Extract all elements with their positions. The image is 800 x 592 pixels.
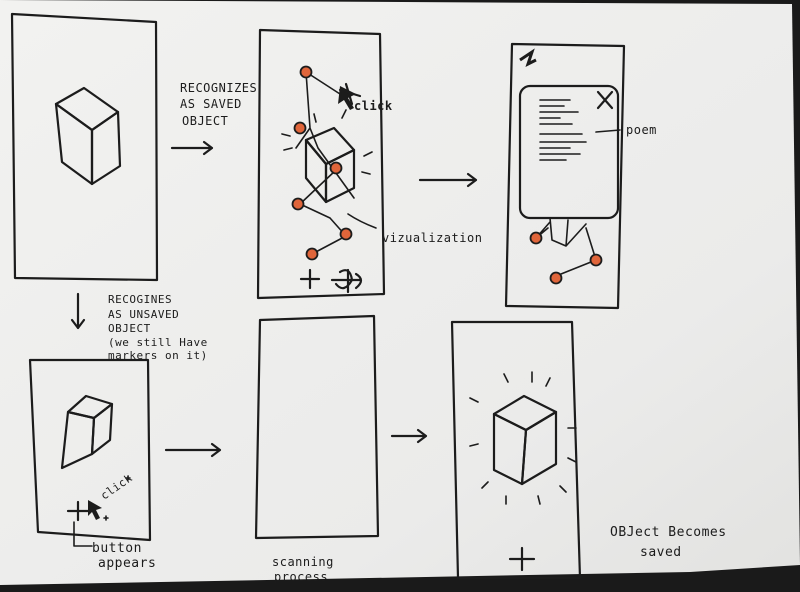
- phone-frame-visualization: click: [256, 28, 393, 300]
- phone-frame-scanning: [254, 314, 380, 540]
- annotation-recognizes-unsaved: AS UNSAVED: [108, 308, 179, 321]
- annotation-scanning: scanning: [272, 555, 334, 569]
- scan-mode-icon[interactable]: [330, 268, 363, 294]
- annotation-becomes-saved: OBJect Becomes: [610, 525, 727, 540]
- flow-arrow: [418, 172, 478, 188]
- annotation-recognizes-unsaved: markers on it): [108, 349, 208, 362]
- annotation-recognizes-unsaved: (we still Have: [108, 336, 208, 349]
- annotation-scanning: process: [274, 570, 328, 584]
- marker-dot[interactable]: [293, 121, 307, 135]
- flow-arrow: [170, 140, 214, 156]
- annotation-recognizes-saved: AS SAVED: [180, 97, 242, 111]
- add-button[interactable]: [66, 500, 90, 522]
- logo-icon: [519, 48, 537, 67]
- annotation-click: click: [354, 99, 393, 113]
- annotation-button-appears: button: [92, 541, 142, 556]
- annotation-recognizes-unsaved: RECOGINES: [108, 293, 172, 306]
- annotation-recognizes-unsaved: OBJECT: [108, 322, 151, 335]
- marker-dot[interactable]: [329, 161, 343, 175]
- phone-frame-saved: [450, 320, 582, 580]
- marker-dot[interactable]: [529, 231, 543, 245]
- cube-icon: [492, 394, 558, 486]
- flow-arrow: [164, 442, 222, 458]
- annotation-poem: poem: [626, 123, 657, 137]
- annotation-recognizes-saved: RECOGNIZES: [180, 81, 257, 95]
- sparkle-icon: [103, 475, 131, 521]
- poem-text-lines: [539, 99, 587, 161]
- poem-popup: [518, 84, 620, 220]
- phone-frame-detected: [10, 12, 159, 282]
- marker-dot[interactable]: [589, 253, 603, 267]
- annotation-becomes-saved: saved: [640, 545, 682, 560]
- cursor-icon: [338, 82, 362, 110]
- annotation-recognizes-saved: OBJECT: [182, 114, 228, 128]
- marker-dot[interactable]: [291, 197, 305, 211]
- marker-dot[interactable]: [299, 65, 313, 79]
- annotation-button-appears: appears: [98, 556, 156, 571]
- marker-dot[interactable]: [549, 271, 563, 285]
- add-icon[interactable]: [299, 268, 321, 290]
- add-icon[interactable]: [508, 546, 536, 572]
- annotation-visualization: vizualization: [382, 231, 482, 245]
- cube-icon: [54, 86, 122, 186]
- flow-arrow: [390, 428, 428, 444]
- cursor-icon: [88, 500, 102, 520]
- cube-icon: [304, 126, 356, 204]
- marker-dot[interactable]: [339, 227, 353, 241]
- close-icon[interactable]: [596, 90, 614, 110]
- cube-icon: [60, 394, 114, 470]
- marker-dot[interactable]: [305, 247, 319, 261]
- flow-arrow: [70, 292, 86, 330]
- phone-frame-poem: poem: [504, 42, 657, 310]
